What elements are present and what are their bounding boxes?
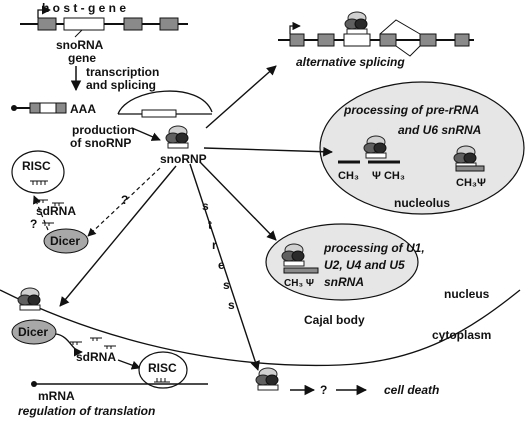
snornp-label: snoRNP (160, 152, 207, 166)
nucleolus-psi-ch3: Ψ CH₃ (372, 170, 405, 182)
stress-letter: e (218, 258, 225, 272)
arrow-to-alternative-splicing (205, 65, 277, 129)
sdrna-bottom-fragments (70, 337, 116, 349)
dicer-bottom-label: Dicer (18, 325, 48, 339)
cajal-title-1: processing of U1, (323, 241, 425, 255)
production-arrow (131, 127, 161, 141)
cajal-title-2: U2, U4 and U5 (324, 258, 405, 272)
dicer-to-sdrna-arrow (55, 333, 83, 357)
snorna-pointer (74, 29, 83, 38)
cajal-title-3: snRNA (324, 275, 364, 289)
transcription-label-2: and splicing (86, 78, 156, 92)
sdrna-bottom-label: sdRNA (76, 350, 116, 364)
nucleolus-ch3-left: CH₃ (338, 170, 359, 182)
cajal-body-label: Cajal body (304, 313, 365, 327)
dicer-top (43, 228, 89, 254)
cell-death-label: cell death (384, 383, 439, 397)
nucleolus-ch3-psi-right: CH₃Ψ (456, 177, 486, 189)
arrow-to-nucleolus (203, 146, 333, 157)
regulation-label: regulation of translation (18, 404, 155, 418)
nucleolus-title-2: and U6 snRNA (398, 123, 481, 137)
stress-letter: s (202, 199, 209, 213)
cell-death-snornp-icon (255, 367, 279, 391)
nucleolus-compartment (319, 81, 525, 215)
polya-tail: AAA (70, 102, 96, 116)
cajal-snrna-strand (283, 267, 319, 274)
intron-lariat (117, 90, 213, 118)
stress-letter: t (208, 218, 212, 232)
host-gene-structure (20, 5, 188, 31)
nucleus-boundary (0, 289, 521, 367)
alternative-splicing-snornp-icon (344, 11, 368, 35)
alternative-splicing-label: alternative splicing (296, 55, 405, 69)
cytoplasm-snornp-icon (17, 287, 41, 311)
nucleus-label: nucleus (444, 287, 490, 301)
dashed-arrow-dicer-to-risc (32, 195, 49, 231)
dashed-arrow-snornp-to-dicer (87, 167, 161, 237)
host-gene-label: h o s t - g e n e (42, 1, 126, 15)
risc-bottom-label: RISC (148, 361, 177, 375)
alternative-splicing-gene (278, 19, 474, 57)
mature-transcript (11, 102, 67, 114)
snorna-gene-label-2: gene (68, 51, 96, 65)
risc-top-label: RISC (22, 159, 51, 173)
mrna-strand (31, 381, 208, 387)
dicer-bottom (11, 319, 57, 345)
question-mark-2: ? (30, 217, 37, 231)
snornp-particle-icon (165, 125, 189, 149)
mrna-label: mRNA (38, 389, 75, 403)
cajal-body-compartment (265, 223, 419, 301)
risc-bottom-sdrna-icon (154, 378, 170, 383)
risc-top-sdrna-icon (30, 180, 48, 185)
sdrna-to-risc-arrow (117, 359, 141, 370)
stress-letter: r (212, 238, 217, 252)
stress-letter: s (223, 278, 230, 292)
stress-label: s t r e s s (202, 199, 235, 312)
dicer-top-label: Dicer (50, 234, 80, 248)
production-label-1: production (72, 123, 135, 137)
question-mark-3: ? (320, 383, 327, 397)
question-mark-1: ? (121, 193, 128, 207)
snorna-gene-label-1: snoRNA (56, 38, 104, 52)
pre-rrna-strand (338, 160, 485, 172)
arrow-to-cajal-body (199, 161, 277, 241)
risc-top-circle (11, 150, 65, 194)
risc-bottom-circle (138, 351, 188, 389)
transcription-label-1: transcription (86, 65, 159, 79)
nucleolus-label: nucleolus (394, 196, 450, 210)
production-label-2: of snoRNP (70, 136, 131, 150)
nucleolus-title-1: processing of pre-rRNA (343, 103, 479, 117)
stress-arrow (189, 163, 260, 371)
arrow-to-cytoplasm (59, 165, 177, 307)
cajal-ch3-psi: CH₃ Ψ (284, 278, 314, 289)
cytoplasm-label: cytoplasm (432, 328, 491, 342)
sdrna-top-label: sdRNA (36, 204, 76, 218)
stress-letter: s (228, 298, 235, 312)
